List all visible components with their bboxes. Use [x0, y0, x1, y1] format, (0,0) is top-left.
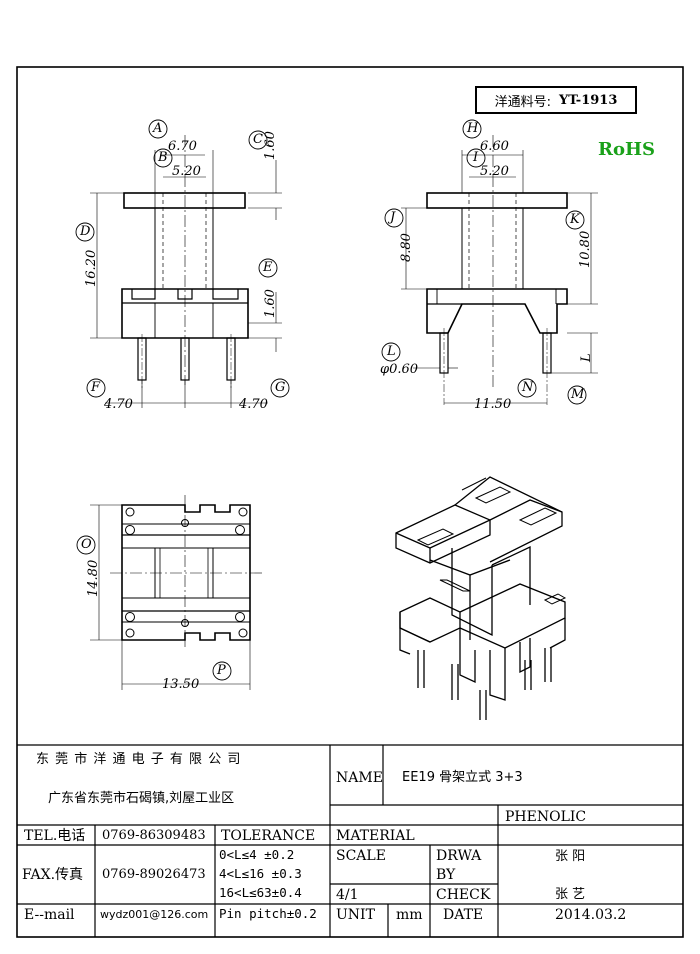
dim-h: 6.60	[480, 139, 509, 154]
drawn-by-label-2: BY	[436, 867, 456, 883]
fax-value: 0769-89026473	[102, 867, 206, 882]
front-view	[90, 135, 282, 408]
rohs-mark: RoHS	[598, 139, 655, 160]
callout-c: C	[253, 132, 263, 147]
email-value: wydz001@126.com	[100, 908, 209, 921]
email-label: E--mail	[24, 907, 75, 923]
dim-c: 1.60	[263, 131, 278, 160]
callout-g: G	[275, 380, 286, 395]
callout-b: B	[158, 150, 168, 165]
material-value: PHENOLIC	[505, 809, 587, 825]
part-number-label: 洋通料号:	[494, 94, 551, 110]
callout-circles	[75, 119, 587, 681]
callout-a: A	[153, 121, 163, 136]
dim-g: 4.70	[239, 397, 268, 412]
dim-b: 5.20	[172, 164, 201, 179]
check-label: CHECK	[436, 887, 491, 903]
check-value: 张 艺	[555, 887, 586, 902]
tolerance-row-1: 0<L≤4 ±0.2	[219, 847, 295, 862]
callout-o: O	[81, 537, 92, 552]
date-value: 2014.03.2	[555, 907, 627, 923]
dim-d: 16.20	[84, 249, 99, 287]
callout-p: P	[217, 663, 226, 678]
callout-n: N	[522, 380, 534, 395]
dim-a: 6.70	[168, 139, 197, 154]
callout-e: E	[263, 260, 273, 275]
callout-i: I	[473, 150, 479, 165]
callout-h: H	[467, 121, 479, 136]
dim-j: 8.80	[399, 233, 414, 262]
tolerance-row-3: 16<L≤63±0.4	[219, 885, 302, 900]
dim-f: 4.70	[104, 397, 133, 412]
callout-k: K	[570, 212, 580, 227]
dim-n: 11.50	[474, 397, 512, 412]
name-label: NAME	[336, 770, 383, 786]
unit-label: UNIT	[336, 907, 375, 923]
dim-k: 10.80	[578, 230, 593, 268]
tolerance-row-4: Pin pitch±0.2	[219, 906, 317, 921]
part-number-box: 洋通料号: YT-1913	[475, 86, 637, 114]
tel-value: 0769-86309483	[102, 828, 206, 843]
dim-l-diameter: φ0.60	[380, 362, 419, 377]
bottom-view	[90, 495, 262, 690]
name-value: EE19 骨架立式 3+3	[402, 770, 523, 785]
company-name: 东 莞 市 洋 通 电 子 有 限 公 司	[36, 752, 242, 767]
part-number-value: YT-1913	[559, 92, 618, 108]
tel-label: TEL.电话	[24, 828, 86, 844]
fax-label: FAX.传真	[22, 867, 84, 883]
drawn-by-label-1: DRWA	[436, 848, 482, 864]
dim-p: 13.50	[162, 677, 200, 692]
title-block-grid	[17, 745, 683, 937]
date-label: DATE	[443, 907, 484, 923]
dim-l-length: L	[579, 353, 594, 362]
callout-l: L	[387, 344, 396, 359]
drawn-by-value: 张 阳	[555, 849, 586, 864]
tolerance-row-2: 4<L≤16 ±0.3	[219, 866, 302, 881]
unit-value: mm	[396, 907, 423, 923]
scale-value: 4/1	[336, 887, 359, 903]
callout-d: D	[80, 224, 91, 239]
scale-label: SCALE	[336, 848, 386, 864]
dim-o: 14.80	[86, 559, 101, 597]
tolerance-label: TOLERANCE	[221, 828, 316, 844]
company-address: 广东省东莞市石碣镇,刘屋工业区	[48, 791, 235, 806]
sheet-border	[16, 66, 684, 938]
dim-e: 1.60	[263, 289, 278, 318]
side-view	[401, 135, 598, 405]
callout-j: J	[390, 210, 396, 225]
callout-f: F	[91, 380, 101, 395]
isometric-view	[395, 476, 567, 720]
callout-m: M	[571, 387, 585, 402]
dim-i: 5.20	[480, 164, 509, 179]
material-label: MATERIAL	[336, 828, 415, 844]
